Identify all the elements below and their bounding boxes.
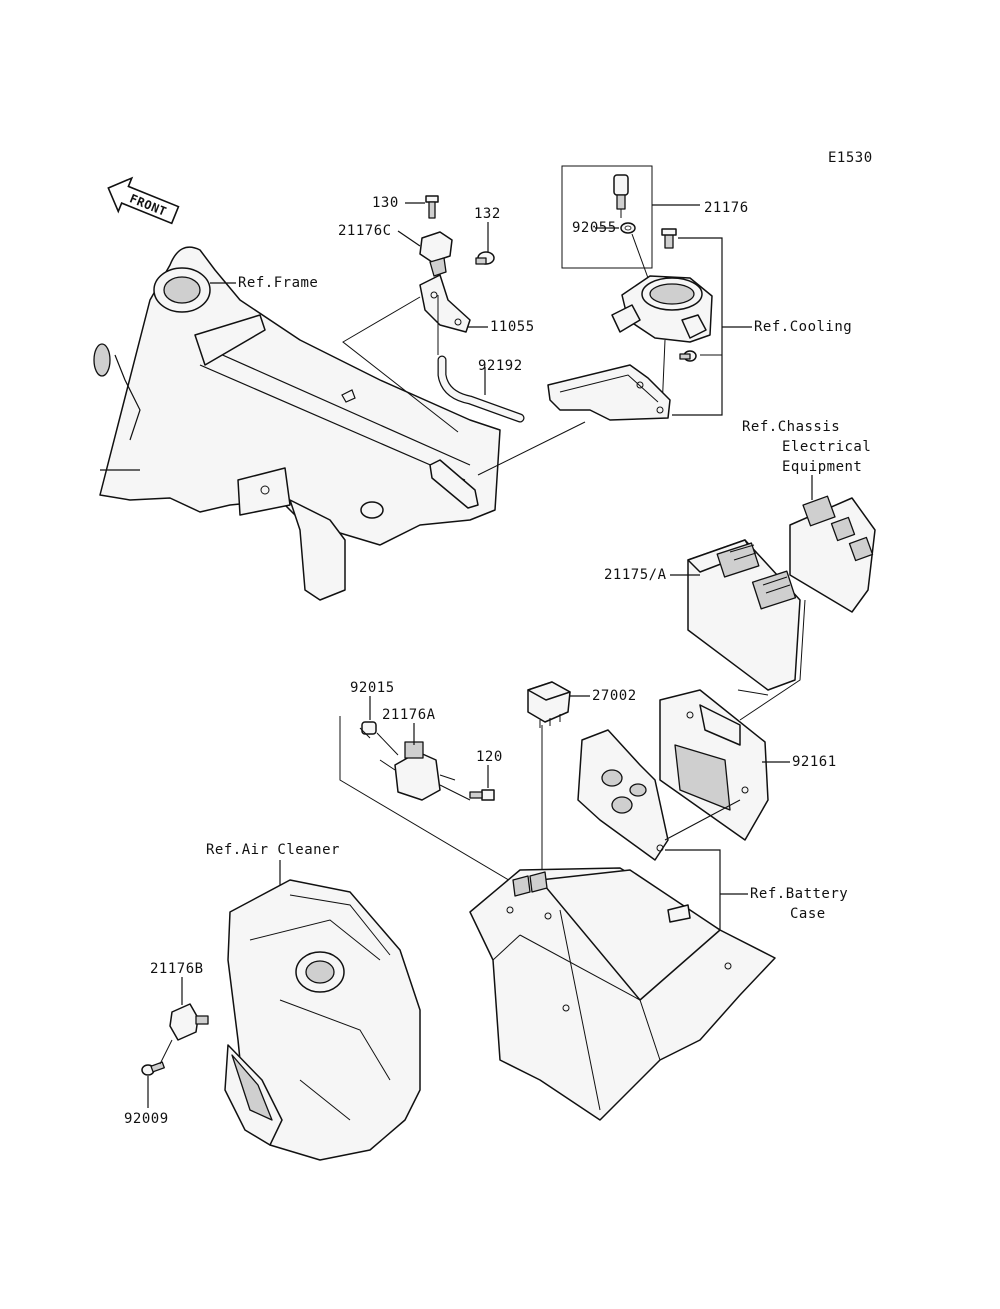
callout-120: 120 <box>476 749 503 765</box>
callout-132: 132 <box>474 206 501 222</box>
chassis-connector-icon <box>789 495 876 613</box>
sensor-21176a-icon <box>379 741 456 801</box>
callout-11055: 11055 <box>490 319 535 335</box>
callout-92009: 92009 <box>124 1111 169 1127</box>
callout-92192: 92192 <box>478 358 523 374</box>
air-cleaner-illustration <box>224 879 421 1161</box>
sensor-21176c-icon <box>419 231 453 277</box>
callout-27002: 27002 <box>592 688 637 704</box>
bracket-11055-icon <box>419 274 471 333</box>
frame-illustration <box>93 246 501 601</box>
callout-21176a: 21176A <box>382 707 436 723</box>
bolt-130-icon <box>425 195 439 219</box>
relay-27002-icon <box>527 681 571 728</box>
callout-21176b: 21176B <box>150 961 204 977</box>
sensor-21176b-icon <box>169 1003 209 1041</box>
callout-130: 130 <box>372 195 399 211</box>
ref-battery-label-1: Ref.Battery <box>750 886 848 902</box>
temp-sensor-21176-icon <box>613 174 629 218</box>
callout-92015: 92015 <box>350 680 395 696</box>
front-arrow-icon: FRONT <box>107 176 180 225</box>
ref-cooling-label: Ref.Cooling <box>754 319 852 335</box>
ref-frame-label: Ref.Frame <box>238 275 318 291</box>
ecu-21175a-icon <box>687 539 801 691</box>
ref-air-cleaner-label: Ref.Air Cleaner <box>206 842 340 858</box>
ecu-holder-92161-icon <box>659 689 769 841</box>
ref-chassis-label-2: Electrical <box>782 439 871 455</box>
ref-chassis-label-1: Ref.Chassis <box>742 419 840 435</box>
hose-92192-icon <box>437 355 525 423</box>
ref-chassis-label-3: Equipment <box>782 459 862 475</box>
diagram-code: E1530 <box>828 150 873 166</box>
callout-92161: 92161 <box>792 754 837 770</box>
callout-21176: 21176 <box>704 200 749 216</box>
cooling-bolt-icon <box>679 350 697 362</box>
grommet-92015-icon <box>361 721 377 735</box>
cooling-bracket-icon <box>547 364 671 421</box>
bolt-120-icon <box>469 789 495 801</box>
thermostat-housing-icon <box>611 228 713 343</box>
washer-92055-icon <box>620 222 636 234</box>
battery-case-illustration <box>469 867 776 1121</box>
bolt-132-icon <box>475 251 495 265</box>
callout-92055: 92055 <box>572 220 617 236</box>
battery-bracket-icon <box>577 729 669 861</box>
ref-battery-label-2: Case <box>790 906 826 922</box>
screw-92009-icon <box>141 1061 165 1076</box>
callout-21175a: 21175/A <box>604 567 667 583</box>
callout-21176c: 21176C <box>338 223 392 239</box>
